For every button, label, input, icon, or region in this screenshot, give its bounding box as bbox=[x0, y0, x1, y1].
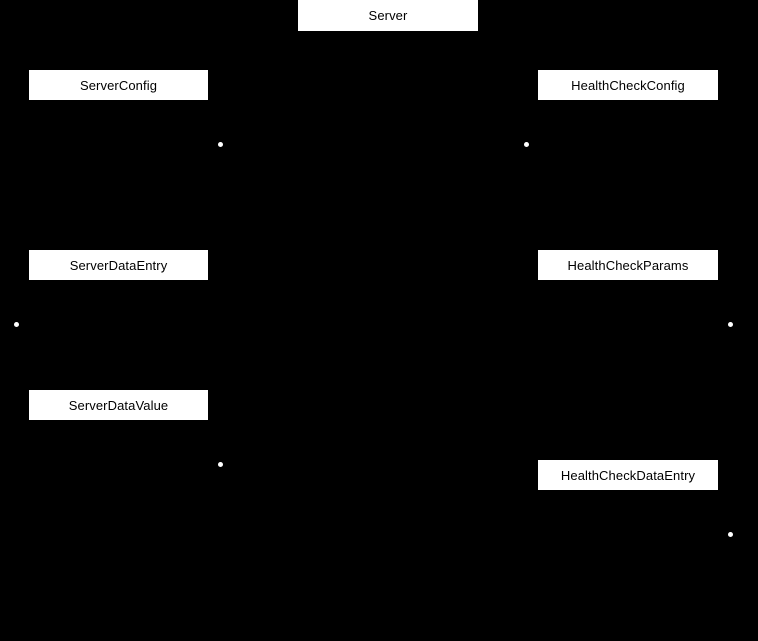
edge-marker-3 bbox=[14, 322, 19, 327]
node-health-check-config[interactable]: HealthCheckConfig bbox=[538, 70, 718, 100]
node-health-check-data-entry[interactable]: HealthCheckDataEntry bbox=[538, 460, 718, 490]
edge-marker-5 bbox=[218, 462, 223, 467]
edge-marker-1 bbox=[218, 142, 223, 147]
node-label-health-check-params: HealthCheckParams bbox=[567, 257, 689, 273]
node-label-health-check-config: HealthCheckConfig bbox=[571, 77, 685, 93]
node-label-server-config: ServerConfig bbox=[79, 77, 158, 93]
node-label-server-data-entry: ServerDataEntry bbox=[69, 257, 168, 273]
node-label-health-check-data-entry: HealthCheckDataEntry bbox=[560, 467, 696, 483]
node-label-server-data-value: ServerDataValue bbox=[68, 397, 169, 413]
edge-marker-6 bbox=[728, 532, 733, 537]
node-health-check-params[interactable]: HealthCheckParams bbox=[538, 250, 718, 280]
edge-marker-2 bbox=[524, 142, 529, 147]
node-label-server: Server bbox=[368, 8, 408, 23]
edge-marker-4 bbox=[728, 322, 733, 327]
node-server-data-value[interactable]: ServerDataValue bbox=[29, 390, 208, 420]
node-server-data-entry[interactable]: ServerDataEntry bbox=[29, 250, 208, 280]
node-server-config[interactable]: ServerConfig bbox=[29, 70, 208, 100]
node-server[interactable]: Server bbox=[298, 0, 478, 31]
